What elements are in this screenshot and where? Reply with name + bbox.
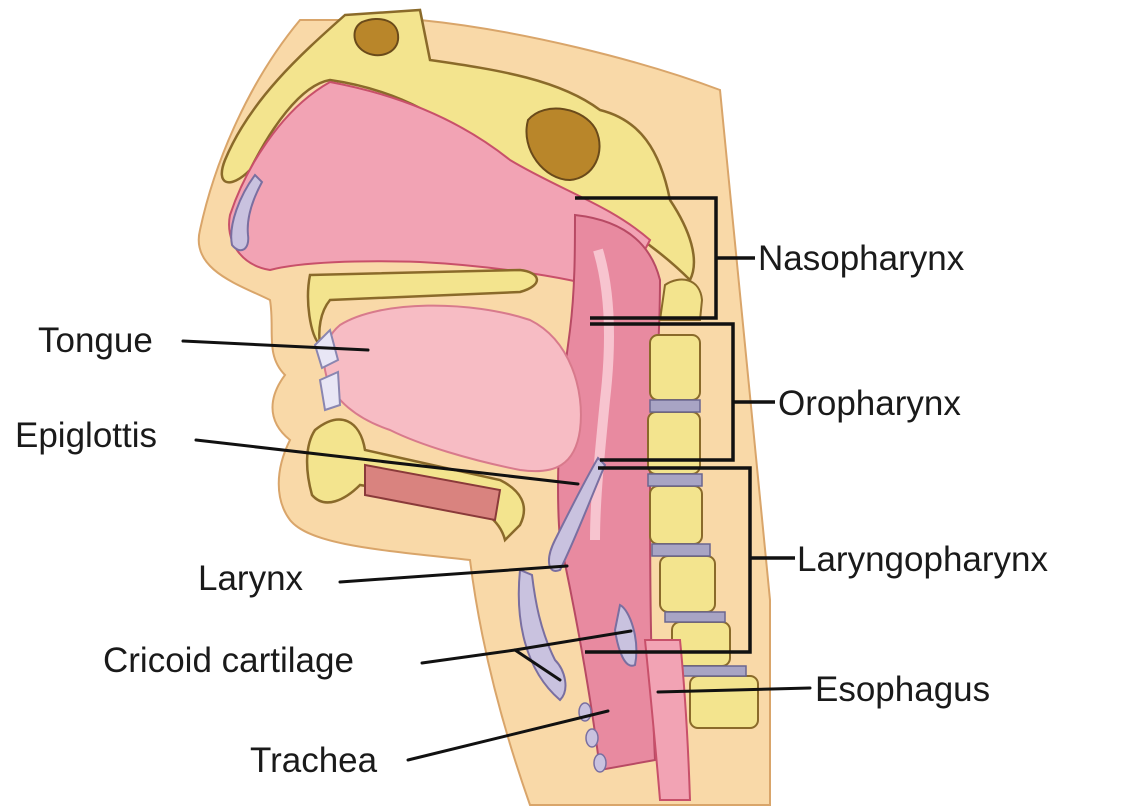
frontal-sinus — [355, 19, 399, 55]
nasopharynx-label: Nasopharynx — [758, 239, 965, 278]
cricoid-cartilage-label: Cricoid cartilage — [103, 641, 354, 680]
larynx-label: Larynx — [198, 559, 304, 598]
tongue-label: Tongue — [38, 321, 153, 360]
laryngopharynx-label: Laryngopharynx — [797, 540, 1048, 579]
esophagus-label: Esophagus — [815, 670, 990, 709]
oropharynx-label: Oropharynx — [778, 384, 961, 423]
epiglottis-label: Epiglottis — [15, 416, 157, 455]
trachea-label: Trachea — [250, 741, 378, 780]
